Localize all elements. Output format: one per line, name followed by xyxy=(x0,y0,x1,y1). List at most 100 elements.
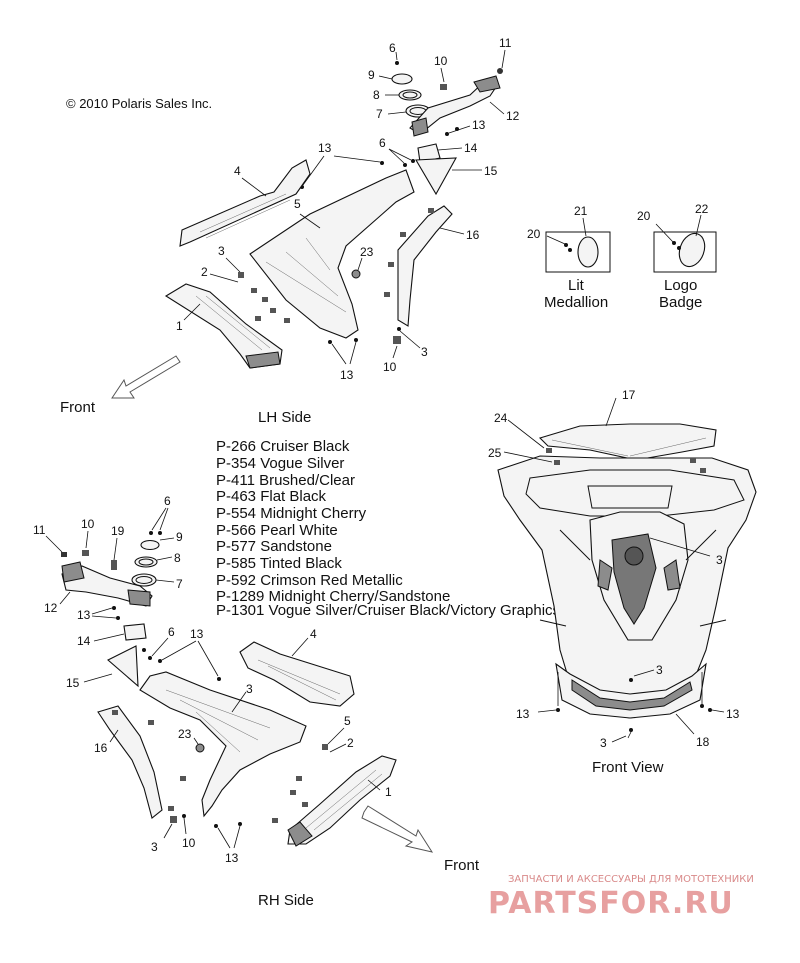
lit-medallion-part-21 xyxy=(577,236,599,268)
rh-callout-11: 11 xyxy=(33,523,46,537)
rh-callout-13b: 13 xyxy=(190,627,204,641)
lh-callout-3b: 3 xyxy=(421,345,428,359)
watermark-brand: PARTSFOR.RU xyxy=(488,886,734,921)
paint-code-item: P-585 Tinted Black xyxy=(216,555,342,572)
lh-nut-23 xyxy=(351,269,361,279)
rh-callout-12: 12 xyxy=(44,601,58,615)
rh-wedge-15 xyxy=(107,645,139,688)
lh-callout-10b: 10 xyxy=(383,360,397,374)
paint-code-item: P-577 Sandstone xyxy=(216,538,332,555)
rh-callout-19: 19 xyxy=(111,524,125,538)
rh-callout-7: 7 xyxy=(176,577,183,591)
paint-code-item: P-411 Brushed/Clear xyxy=(216,472,355,489)
lh-disc-9 xyxy=(391,73,413,85)
rh-callout-13a: 13 xyxy=(77,608,91,622)
rh-front-label: Front xyxy=(444,857,480,874)
lh-callout-3a: 3 xyxy=(218,244,225,258)
paint-code-list: P-266 Cruiser Black P-354 Vogue Silver P… xyxy=(216,438,560,619)
rh-callout-1: 1 xyxy=(385,785,392,799)
rh-callout-10b: 3 xyxy=(151,840,158,854)
paint-code-item: P-554 Midnight Cherry xyxy=(216,505,367,522)
front-callout-13a: 13 xyxy=(516,707,530,721)
paint-code-item: P-592 Crimson Red Metallic xyxy=(216,572,403,589)
front-callout-13b: 13 xyxy=(726,707,740,721)
lh-panel-4 xyxy=(179,159,311,247)
lh-callout-23: 23 xyxy=(360,245,374,259)
rh-callout-5: 3 xyxy=(246,682,253,696)
lh-callout-1: 1 xyxy=(176,319,183,333)
front-callout-17: 17 xyxy=(622,388,636,402)
badge-callout-22: 22 xyxy=(695,202,709,216)
lh-callout-13b: 13 xyxy=(318,141,332,155)
watermark: ЗАПЧАСТИ И АКСЕССУАРЫ ДЛЯ МОТОТЕХНИКИ PA… xyxy=(488,874,754,921)
logo-badge-caption-2: Badge xyxy=(659,294,702,311)
paint-code-item: P-354 Vogue Silver xyxy=(216,455,344,472)
lh-front-label: Front xyxy=(60,399,96,416)
rh-panel-5 xyxy=(139,671,307,818)
paint-code-item: P-463 Flat Black xyxy=(216,488,327,505)
copyright-text: © 2010 Polaris Sales Inc. xyxy=(66,96,212,111)
badge-callout-20a: 20 xyxy=(527,227,541,241)
logo-badge-caption-1: Logo xyxy=(664,277,697,294)
rh-callout-13c: 13 xyxy=(225,851,239,865)
rh-side-caption: RH Side xyxy=(258,892,314,909)
lh-callout-11: 11 xyxy=(499,36,512,50)
rh-callout-23: 23 xyxy=(178,727,192,741)
lh-wedge-15 xyxy=(415,157,457,196)
lh-trim-16 xyxy=(397,205,453,327)
lh-callout-13c: 13 xyxy=(340,368,354,382)
lh-side-group: 6 9 8 7 11 10 12 13 6 xyxy=(60,36,520,426)
rh-trim-16 xyxy=(97,705,163,819)
rh-callout-3a: 5 xyxy=(344,714,351,728)
badge-group: 21 20 Lit Medallion 20 22 Logo Badge xyxy=(527,202,717,311)
front-view-caption: Front View xyxy=(592,759,664,776)
paint-code-item: P-1289 Midnight Cherry/Sandstone xyxy=(216,588,450,605)
lh-callout-16: 16 xyxy=(466,228,480,242)
lh-callout-13a: 13 xyxy=(472,118,486,132)
lh-cup-14 xyxy=(417,143,441,163)
rh-callout-14: 14 xyxy=(77,634,91,648)
lh-callout-15: 15 xyxy=(484,164,498,178)
paint-code-item: P-1301 Vogue Silver/Cruiser Black/Victor… xyxy=(216,602,560,619)
lh-callout-8: 8 xyxy=(373,88,380,102)
rh-callout-6: 6 xyxy=(164,494,171,508)
lh-callout-6b: 6 xyxy=(379,136,386,150)
watermark-tagline: ЗАПЧАСТИ И АКСЕССУАРЫ ДЛЯ МОТОТЕХНИКИ xyxy=(508,874,754,885)
rh-callout-10: 10 xyxy=(81,517,95,531)
front-callout-25: 25 xyxy=(488,446,502,460)
rh-front-arrow xyxy=(361,805,434,853)
rh-callout-3b: 10 xyxy=(182,836,196,850)
rh-callout-6b: 6 xyxy=(168,625,175,639)
badge-callout-21: 21 xyxy=(574,204,588,218)
rh-nut-23 xyxy=(195,743,205,753)
front-callout-3a: 3 xyxy=(716,553,723,567)
front-callout-3c: 3 xyxy=(600,736,607,750)
lh-bracket-12 xyxy=(409,79,499,135)
paint-code-item: P-566 Pearl White xyxy=(216,522,338,539)
rh-callout-2: 2 xyxy=(347,736,354,750)
rh-callout-9: 9 xyxy=(176,530,183,544)
front-callout-3b: 3 xyxy=(656,663,663,677)
rh-callout-15: 15 xyxy=(66,676,80,690)
lh-callout-7: 7 xyxy=(376,107,383,121)
lit-medallion-caption-1: Lit xyxy=(568,277,585,294)
front-windscreen-17 xyxy=(538,423,717,461)
front-callout-18: 18 xyxy=(696,735,710,749)
rh-callout-4: 4 xyxy=(310,627,317,641)
lh-callout-2: 2 xyxy=(201,265,208,279)
front-callout-24: 24 xyxy=(494,411,508,425)
lh-front-arrow xyxy=(111,355,181,399)
lh-callout-9: 9 xyxy=(368,68,375,82)
lh-scoop-1 xyxy=(164,283,283,369)
lh-side-caption: LH Side xyxy=(258,409,311,426)
rh-disc-9 xyxy=(140,539,160,551)
lh-callout-12: 12 xyxy=(506,109,520,123)
lh-callout-4: 4 xyxy=(234,164,241,178)
lh-screw-6 xyxy=(395,61,399,65)
front-view-group: 17 24 25 3 3 13 xyxy=(488,388,757,776)
lit-medallion-caption-2: Medallion xyxy=(544,294,608,311)
lh-callout-5: 5 xyxy=(294,197,301,211)
lh-callout-10: 10 xyxy=(434,54,448,68)
paint-code-item: P-266 Cruiser Black xyxy=(216,438,350,455)
badge-callout-20b: 20 xyxy=(637,209,651,223)
